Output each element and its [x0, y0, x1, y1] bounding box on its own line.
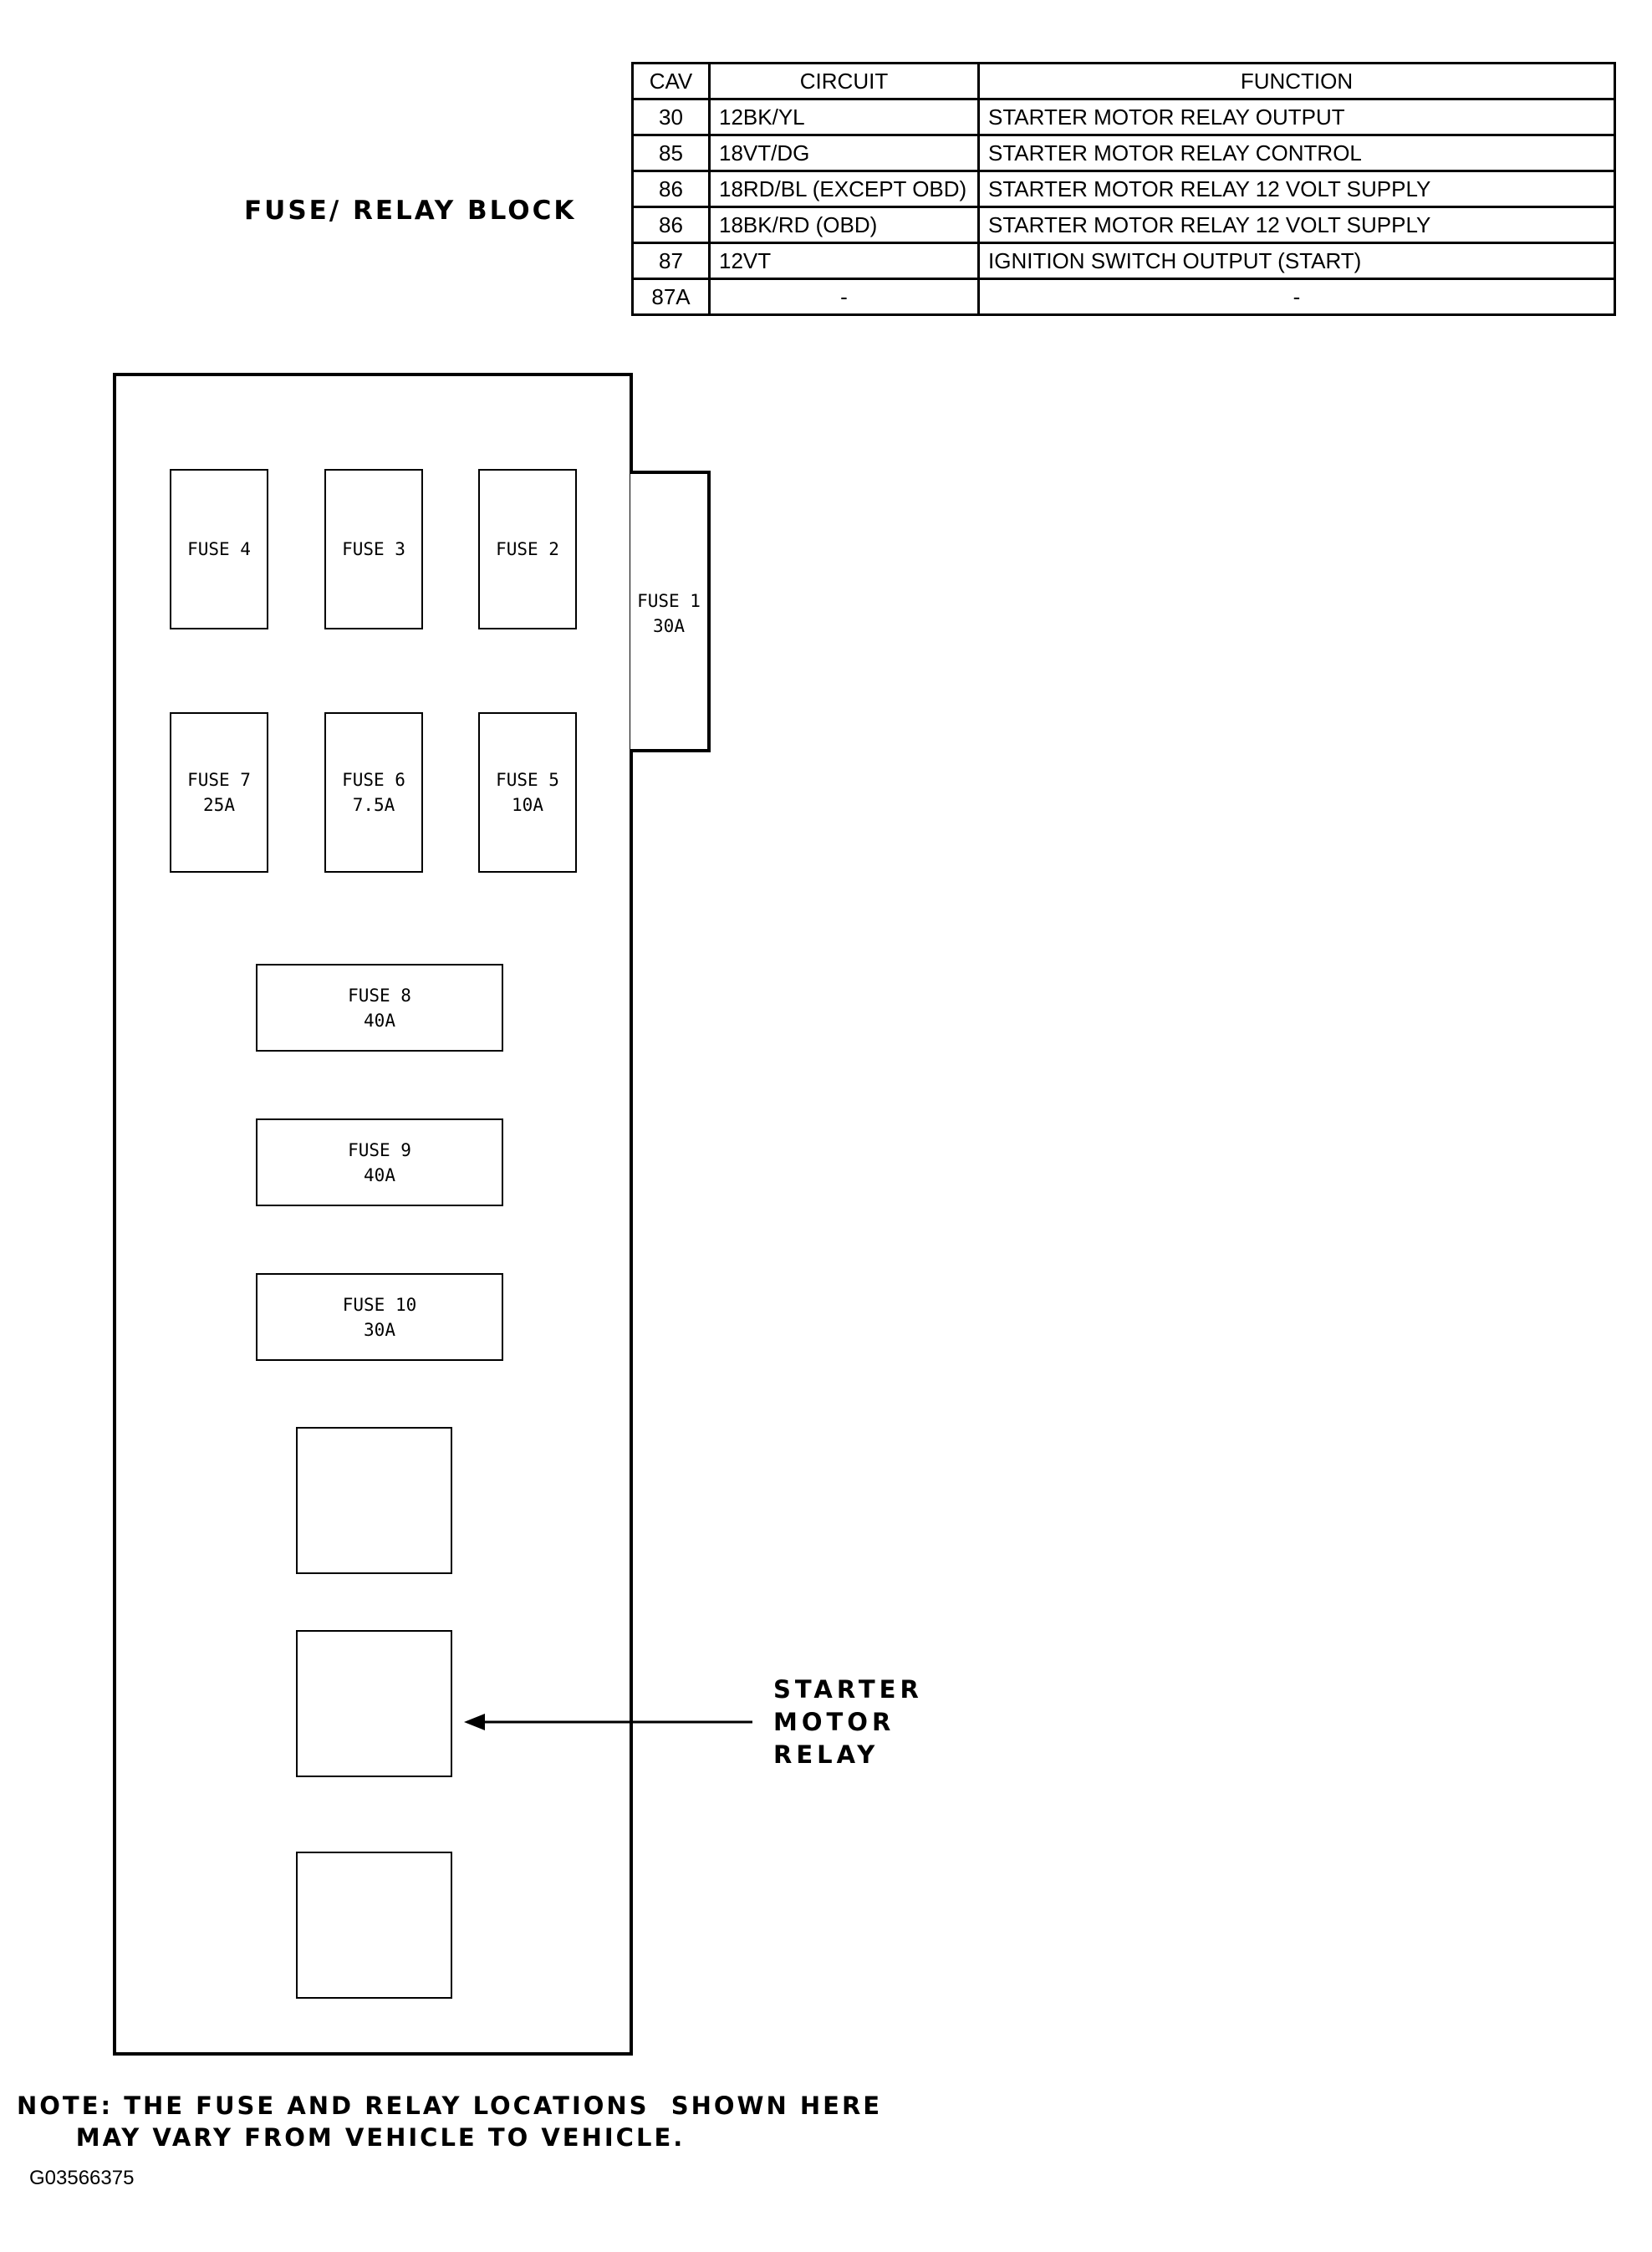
table-row: 86 18BK/RD (OBD) STARTER MOTOR RELAY 12 …: [631, 206, 1616, 244]
callout-arrow: [464, 1714, 752, 1730]
fuse-3-label: FUSE 3: [342, 539, 405, 559]
callout-line-2: MOTOR: [773, 1708, 895, 1736]
cav-cell: 86: [631, 206, 711, 244]
fuse-10-label: FUSE 10: [342, 1294, 417, 1315]
table-row: 85 18VT/DG STARTER MOTOR RELAY CONTROL: [631, 134, 1616, 172]
fuse-7: FUSE 7 25A: [170, 712, 268, 873]
function-cell: -: [977, 278, 1616, 316]
fuse-8-label: FUSE 8: [348, 985, 411, 1006]
fuse-1-tab: [630, 471, 711, 752]
fuse-5-rating: 10A: [512, 795, 543, 815]
callout-line-3: RELAY: [773, 1740, 880, 1769]
fuse-relay-block-outline: [113, 373, 633, 2056]
fuse-2: FUSE 2: [478, 469, 577, 629]
fuse-4-label: FUSE 4: [187, 539, 251, 559]
fuse-1-label: FUSE 1: [637, 590, 701, 611]
fuse-9-rating: 40A: [364, 1164, 395, 1185]
circuit-cell: 18BK/RD (OBD): [708, 206, 980, 244]
callout-line-1: STARTER: [773, 1675, 923, 1704]
figure-id: G03566375: [29, 2167, 135, 2189]
fuse-1-rating: 30A: [653, 615, 685, 636]
fuse-4: FUSE 4: [170, 469, 268, 629]
header-cav: CAV: [631, 62, 711, 100]
fuse-10-rating: 30A: [364, 1319, 395, 1340]
note-line-2: MAY VARY FROM VEHICLE TO VEHICLE.: [75, 2123, 686, 2152]
fuse-1: FUSE 1 30A: [635, 573, 702, 653]
fuse-5: FUSE 5 10A: [478, 712, 577, 873]
relay-3: [296, 1852, 452, 1999]
diagram-title: FUSE/ RELAY BLOCK: [244, 196, 577, 226]
function-cell: STARTER MOTOR RELAY 12 VOLT SUPPLY: [977, 170, 1616, 208]
table-row: 87 12VT IGNITION SWITCH OUTPUT (START): [631, 242, 1616, 280]
location-note: NOTE: THE FUSE AND RELAY LOCATIONS SHOWN…: [17, 2090, 883, 2153]
table-row: 30 12BK/YL STARTER MOTOR RELAY OUTPUT: [631, 98, 1616, 136]
header-function: FUNCTION: [977, 62, 1616, 100]
table-header-row: CAV CIRCUIT FUNCTION: [631, 62, 1616, 100]
circuit-cell: 18RD/BL (EXCEPT OBD): [708, 170, 980, 208]
connector-cavity-table: CAV CIRCUIT FUNCTION 30 12BK/YL STARTER …: [631, 62, 1616, 316]
fuse-9: FUSE 9 40A: [256, 1118, 503, 1206]
cav-cell: 85: [631, 134, 711, 172]
cav-cell: 87A: [631, 278, 711, 316]
table-row: 86 18RD/BL (EXCEPT OBD) STARTER MOTOR RE…: [631, 170, 1616, 208]
fuse-2-label: FUSE 2: [496, 539, 559, 559]
fuse-3: FUSE 3: [324, 469, 423, 629]
fuse-7-label: FUSE 7: [187, 770, 251, 790]
circuit-cell: 12VT: [708, 242, 980, 280]
fuse-5-label: FUSE 5: [496, 770, 559, 790]
cav-cell: 86: [631, 170, 711, 208]
circuit-cell: 18VT/DG: [708, 134, 980, 172]
function-cell: STARTER MOTOR RELAY CONTROL: [977, 134, 1616, 172]
function-cell: STARTER MOTOR RELAY OUTPUT: [977, 98, 1616, 136]
fuse-8-rating: 40A: [364, 1010, 395, 1031]
function-cell: IGNITION SWITCH OUTPUT (START): [977, 242, 1616, 280]
fuse-10: FUSE 10 30A: [256, 1273, 503, 1361]
cav-cell: 87: [631, 242, 711, 280]
fuse-6: FUSE 6 7.5A: [324, 712, 423, 873]
circuit-cell: 12BK/YL: [708, 98, 980, 136]
starter-motor-relay: [296, 1630, 452, 1777]
fuse-7-rating: 25A: [203, 795, 235, 815]
function-cell: STARTER MOTOR RELAY 12 VOLT SUPPLY: [977, 206, 1616, 244]
header-circuit: CIRCUIT: [708, 62, 980, 100]
note-line-1: NOTE: THE FUSE AND RELAY LOCATIONS SHOWN…: [17, 2092, 883, 2120]
fuse-6-label: FUSE 6: [342, 770, 405, 790]
arrowhead-icon: [464, 1714, 485, 1730]
fuse-8: FUSE 8 40A: [256, 964, 503, 1052]
table-row: 87A - -: [631, 278, 1616, 316]
cav-cell: 30: [631, 98, 711, 136]
relay-1: [296, 1427, 452, 1574]
fuse-9-label: FUSE 9: [348, 1139, 411, 1160]
starter-motor-relay-callout: STARTER MOTOR RELAY: [773, 1674, 923, 1771]
fuse-6-rating: 7.5A: [352, 795, 395, 815]
circuit-cell: -: [708, 278, 980, 316]
